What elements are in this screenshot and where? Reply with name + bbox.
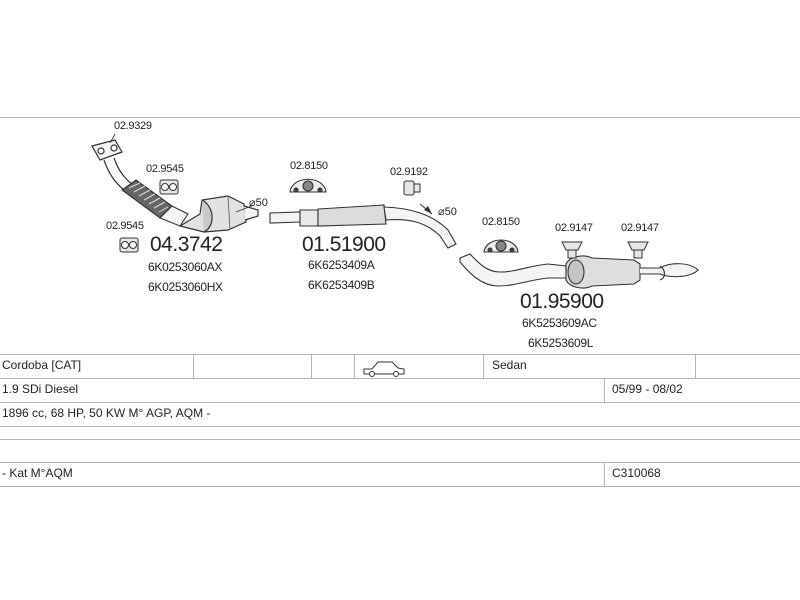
clamp-icon [403, 180, 421, 196]
diameter-marker-1 [235, 204, 255, 213]
clamp-icon [159, 179, 179, 195]
sedan-car-icon [363, 361, 405, 377]
table-column-divider [604, 378, 605, 402]
diagram-top-border [0, 117, 800, 118]
ref-label-clamp: 02.9545 [106, 220, 144, 232]
table-divider [0, 378, 800, 379]
oe-number: 6K6253409A [308, 258, 375, 272]
front-pipe [103, 157, 133, 191]
ref-label-gasket: 02.9329 [114, 120, 152, 132]
table-column-divider [483, 354, 484, 378]
pipe-connector [159, 205, 189, 227]
table-column-divider [354, 354, 355, 378]
catalytic-converter [178, 195, 259, 233]
ref-label-rubber-mount: 02.9147 [621, 222, 659, 234]
rubber-mount-icon [561, 241, 583, 259]
ref-label-hanger: 02.8150 [290, 160, 328, 172]
oe-number: 6K5253609AC [522, 316, 597, 330]
vehicle-note: - Kat M°AQM [2, 466, 73, 480]
vehicle-body-type: Sedan [492, 358, 527, 372]
oe-number: 6K0253060AX [148, 260, 223, 274]
table-column-divider [311, 354, 312, 378]
part-number-catalyst: 04.3742 [150, 233, 223, 256]
part-number-middle: 01.51900 [302, 233, 386, 256]
table-divider [0, 486, 800, 487]
diameter-label: ⌀50 [249, 197, 268, 209]
system-code: C310068 [612, 466, 661, 480]
flex-pipe [121, 179, 173, 219]
vehicle-spec: 1896 cc, 68 HP, 50 KW M° AGP, AQM - [2, 406, 211, 420]
table-divider [0, 354, 800, 355]
ref-label-clamp: 02.9192 [390, 166, 428, 178]
diameter-label: ⌀50 [438, 206, 457, 218]
rubber-mount-icon [627, 241, 649, 259]
clamp-icon [119, 237, 139, 253]
table-divider [0, 402, 800, 403]
table-column-divider [604, 462, 605, 486]
ref-label-clamp: 02.9545 [146, 163, 184, 175]
vehicle-engine: 1.9 SDi Diesel [2, 382, 79, 396]
table-divider [0, 426, 800, 427]
rear-silencer [459, 253, 699, 289]
oe-number: 6K0253060HX [148, 280, 223, 294]
part-number-rear: 01.95900 [520, 290, 604, 313]
table-column-divider [193, 354, 194, 378]
flange-gasket-icon [91, 139, 123, 161]
table-divider [0, 462, 800, 463]
middle-silencer [269, 204, 457, 249]
vehicle-model: Cordoba [CAT] [2, 358, 82, 372]
vehicle-years: 05/99 - 08/02 [612, 382, 683, 396]
table-column-divider [695, 354, 696, 378]
table-divider [0, 439, 800, 440]
ref-label-hanger: 02.8150 [482, 216, 520, 228]
hanger-icon [483, 239, 519, 253]
oe-number: 6K6253409B [308, 278, 375, 292]
ref-label-rubber-mount: 02.9147 [555, 222, 593, 234]
oe-number: 6K5253609L [528, 336, 594, 350]
hanger-icon [289, 178, 327, 193]
